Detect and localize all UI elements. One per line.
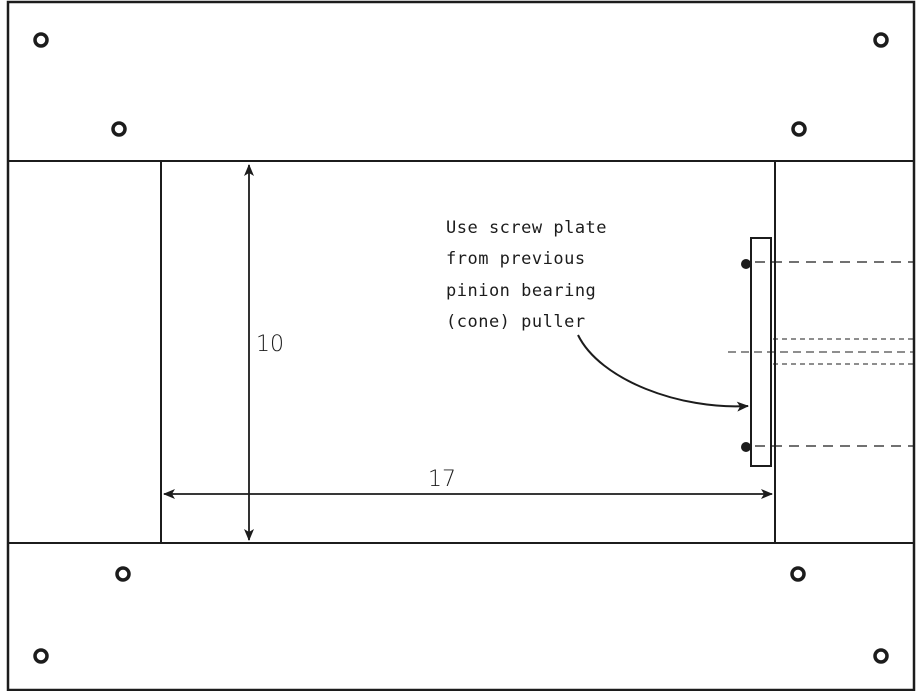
hole-icon (873, 32, 889, 48)
bolt-head-icon (741, 442, 751, 452)
hole-icon (115, 566, 131, 582)
annotation-note: Use screw plate from previous pinion bea… (446, 218, 607, 332)
hole-icon (111, 121, 127, 137)
width-dimension-label: 17 (428, 467, 456, 492)
mounting-holes (33, 32, 889, 664)
leader-arrow (577, 334, 749, 412)
outer-frame (6, 0, 916, 692)
hole-icon (791, 121, 807, 137)
note-line-3: pinion bearing (446, 281, 596, 301)
height-dimension-label: 10 (256, 332, 284, 357)
hole-icon (33, 32, 49, 48)
hole-icon (873, 648, 889, 664)
hole-icon (790, 566, 806, 582)
note-line-4: (cone) puller (446, 312, 586, 332)
note-line-2: from previous (446, 249, 586, 269)
note-line-1: Use screw plate (446, 218, 607, 238)
bolt-head-icon (741, 259, 751, 269)
hole-icon (33, 648, 49, 664)
